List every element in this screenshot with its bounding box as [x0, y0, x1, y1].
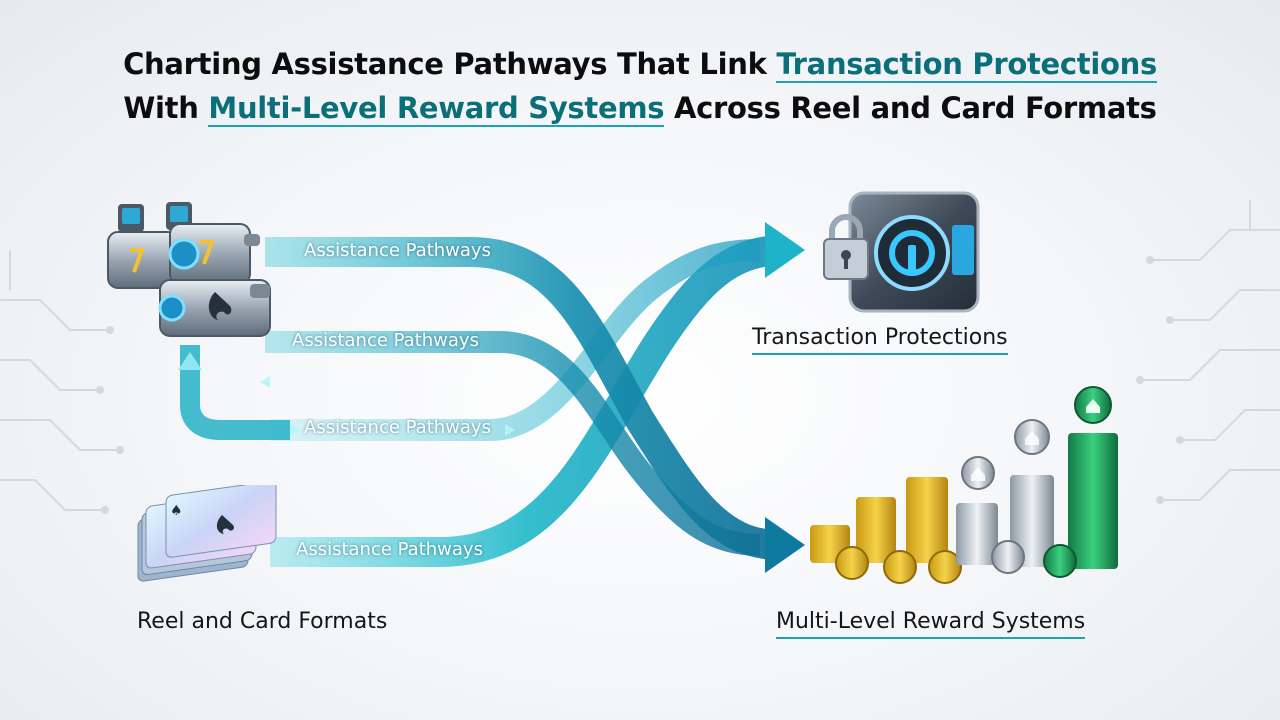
page-title: Charting Assistance Pathways That Link T…: [0, 42, 1280, 130]
arrowhead-protections: [765, 222, 805, 278]
reward-coins-icon: [810, 386, 1118, 584]
title-text: Across Reel and Card Formats: [664, 91, 1157, 125]
playing-cards-icon: ♠: [137, 485, 277, 582]
title-text: With: [123, 91, 209, 125]
pathway-loop-to-protections: [270, 239, 761, 441]
node-label-multi-level-reward-systems: Multi-Level Reward Systems: [776, 609, 1086, 639]
slot-reels-icon: [107, 202, 271, 337]
title-line-1: Charting Assistance Pathways That Link T…: [0, 42, 1280, 86]
pathway-reels-to-rewards-secondary: [265, 331, 761, 556]
chevron-icon: [505, 424, 515, 436]
pathway-label-1: Assistance Pathways: [304, 240, 491, 261]
title-highlight-reward-systems: Multi-Level Reward Systems: [208, 91, 665, 127]
title-line-2: With Multi-Level Reward Systems Across R…: [0, 86, 1280, 130]
pathway-label-3: Assistance Pathways: [304, 417, 491, 438]
svg-text:♠: ♠: [170, 503, 183, 519]
title-highlight-transaction-protections: Transaction Protections: [776, 47, 1157, 83]
title-text: Charting Assistance Pathways That Link: [123, 47, 777, 81]
chevron-icon: [290, 424, 300, 436]
secure-vault-icon: [823, 191, 980, 313]
node-label-transaction-protections: Transaction Protections: [752, 325, 1008, 355]
chevron-icon: [260, 376, 270, 388]
pathway-loop: [180, 345, 290, 440]
arrowhead-rewards: [765, 517, 805, 573]
node-label-reel-and-card-formats: Reel and Card Formats: [137, 609, 388, 634]
pathway-label-4: Assistance Pathways: [296, 539, 483, 560]
pathway-loop-arrow-up: [178, 352, 202, 370]
pathway-cards-to-protections: [270, 235, 782, 567]
pathway-label-2: Assistance Pathways: [292, 330, 479, 351]
